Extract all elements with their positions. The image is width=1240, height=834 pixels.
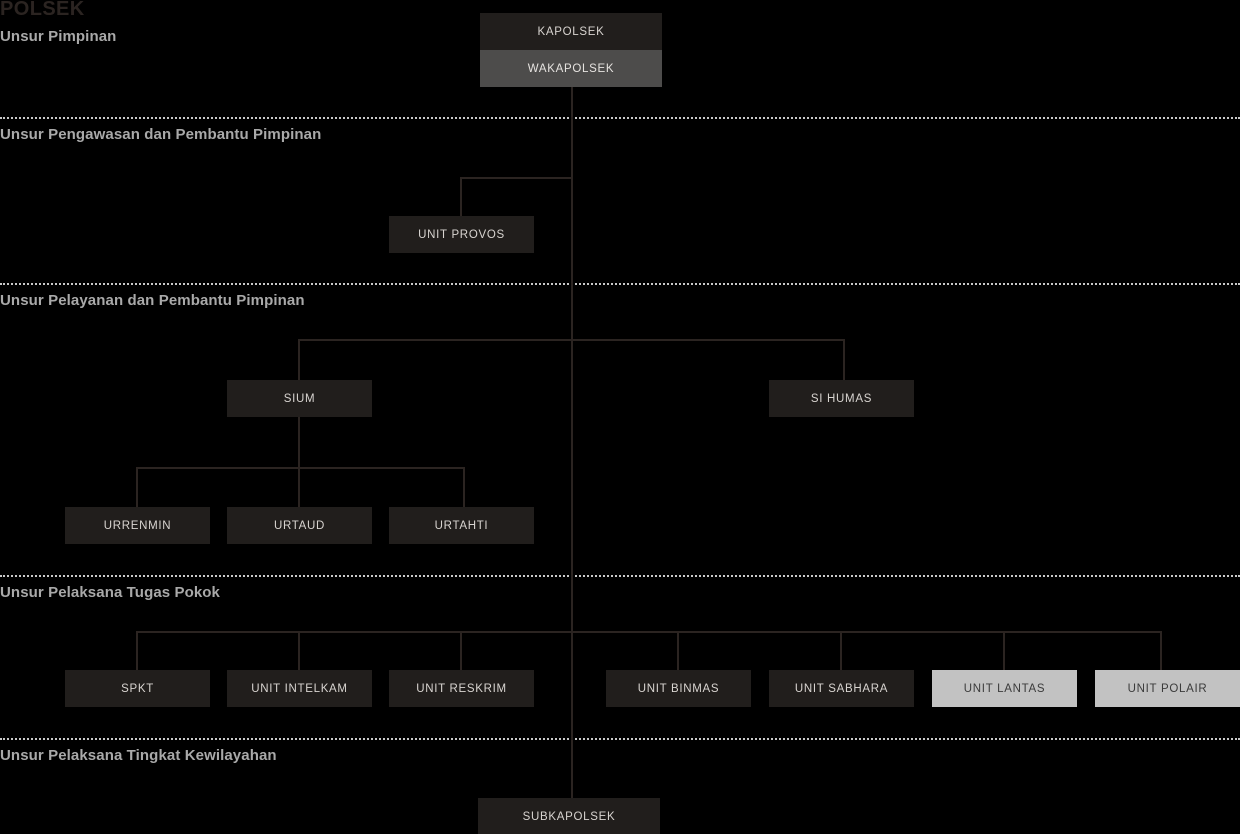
connector-intelkam-drop	[298, 631, 300, 673]
section-divider-4	[0, 738, 1240, 740]
connector-urtaud-drop	[298, 467, 300, 509]
connector-sium-to-children	[298, 416, 300, 468]
node-unit-intelkam[interactable]: UNIT INTELKAM	[227, 670, 372, 707]
section-label-unsur-pelaksana-kewilayahan: Unsur Pelaksana Tingkat Kewilayahan	[0, 747, 277, 764]
connector-binmas-drop	[677, 631, 679, 673]
node-subkapolsek[interactable]: SUBKAPOLSEK	[478, 798, 660, 834]
node-unit-sabhara[interactable]: UNIT SABHARA	[769, 670, 914, 707]
node-unit-lantas[interactable]: UNIT LANTAS	[932, 670, 1077, 707]
connector-trunk-main	[571, 86, 573, 821]
connector-sihumas-drop	[843, 339, 845, 381]
connector-urtahti-drop	[463, 467, 465, 509]
connector-sabhara-drop	[840, 631, 842, 673]
connector-pelayanan-horizontal	[299, 339, 845, 341]
connector-polair-drop	[1160, 631, 1162, 673]
section-divider-1	[0, 117, 1240, 119]
connector-lantas-drop	[1003, 631, 1005, 673]
node-sium[interactable]: SIUM	[227, 380, 372, 417]
section-label-unsur-pengawasan: Unsur Pengawasan dan Pembantu Pimpinan	[0, 126, 322, 143]
node-unit-polair[interactable]: UNIT POLAIR	[1095, 670, 1240, 707]
connector-urrenmin-drop	[136, 467, 138, 509]
connector-urusan-horizontal	[137, 467, 465, 469]
section-label-unsur-pelayanan: Unsur Pelayanan dan Pembantu Pimpinan	[0, 292, 305, 309]
section-label-unsur-pelaksana-tugas-pokok: Unsur Pelaksana Tugas Pokok	[0, 584, 221, 601]
node-spkt[interactable]: SPKT	[65, 670, 210, 707]
connector-provos-drop	[460, 177, 462, 217]
section-label-unsur-pimpinan: Unsur Pimpinan	[0, 28, 117, 45]
section-divider-3	[0, 575, 1240, 577]
node-si-humas[interactable]: SI HUMAS	[769, 380, 914, 417]
node-kapolsek[interactable]: KAPOLSEK	[480, 13, 662, 50]
node-unit-provos[interactable]: UNIT PROVOS	[389, 216, 534, 253]
node-wakapolsek[interactable]: WAKAPOLSEK	[480, 50, 662, 87]
connector-pelaksana-horizontal	[137, 631, 1162, 633]
connector-sium-drop	[298, 339, 300, 381]
node-urrenmin[interactable]: URRENMIN	[65, 507, 210, 544]
node-urtahti[interactable]: URTAHTI	[389, 507, 534, 544]
connector-provos-horizontal	[461, 177, 573, 179]
section-divider-2	[0, 283, 1240, 285]
node-urtaud[interactable]: URTAUD	[227, 507, 372, 544]
connector-spkt-drop	[136, 631, 138, 673]
connector-reskrim-drop	[460, 631, 462, 673]
page-title: POLSEK	[0, 0, 85, 20]
node-unit-reskrim[interactable]: UNIT RESKRIM	[389, 670, 534, 707]
node-unit-binmas[interactable]: UNIT BINMAS	[606, 670, 751, 707]
